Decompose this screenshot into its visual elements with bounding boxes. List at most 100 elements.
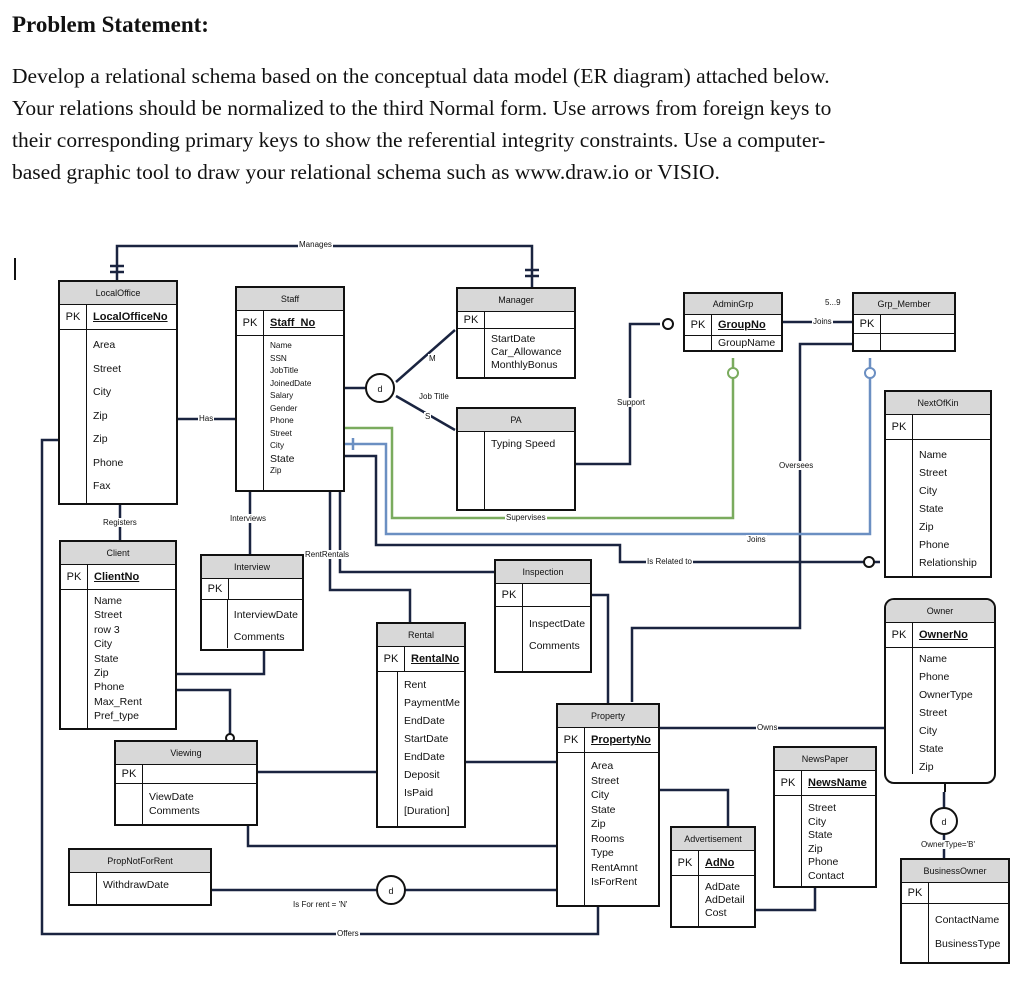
attribute: row 3 (94, 623, 120, 636)
registers-label: Registers (102, 518, 138, 527)
attribute: Name (270, 341, 292, 350)
support-label: Support (616, 398, 647, 407)
attribute: InspectDate (529, 618, 586, 630)
attribute: Comments (529, 640, 580, 652)
cardinality-label: 5...9 (824, 298, 842, 307)
attribute: MonthlyBonus (491, 359, 558, 371)
pk-marker: PK (458, 312, 485, 328)
pk-marker: PK (116, 765, 143, 783)
isforrent-label: Is For rent = 'N' (292, 900, 349, 909)
attribute: EndDate (403, 751, 445, 763)
m-label: M (428, 354, 437, 363)
attribute: GroupName (718, 337, 776, 349)
oversees-label: Oversees (778, 461, 815, 470)
attribute: State (919, 743, 944, 755)
manages-label: Manages (298, 240, 333, 249)
attribute: Zip (270, 466, 282, 475)
attribute: State (94, 652, 119, 665)
attribute: State (270, 452, 295, 465)
entity-title: NextOfKin (886, 392, 990, 415)
entity-title: NewsPaper (775, 748, 875, 771)
pk-marker: PK (854, 315, 881, 333)
entity-title: Viewing (116, 742, 256, 765)
attribute: State (919, 503, 944, 515)
entity-grp-member: Grp_Member PK (852, 292, 956, 352)
attribute: Street (919, 467, 948, 479)
attribute: JobTitle (270, 366, 299, 375)
attribute: PaymentMe (403, 697, 460, 709)
attribute: Zip (93, 433, 108, 445)
attribute: State (591, 803, 616, 816)
attribute: Name (94, 595, 123, 607)
pk-marker: PK (886, 623, 913, 647)
attribute: AdDetail (705, 894, 745, 906)
attribute: Area (93, 339, 116, 351)
rentrentals-label: RentRentals (304, 550, 351, 559)
entity-title: PA (458, 409, 574, 432)
attribute: ContactName (935, 914, 1000, 926)
attribute: Car_Allowance (491, 346, 562, 358)
pk-marker: PK (902, 883, 929, 903)
primary-key: OwnerNo (919, 629, 968, 641)
attribute: Name (919, 449, 948, 461)
attribute: City (808, 815, 827, 828)
attribute: Area (591, 760, 614, 772)
entity-title: Staff (237, 288, 343, 311)
attribute: Street (94, 609, 123, 622)
offers-label: Offers (336, 929, 360, 938)
entity-title: Client (61, 542, 175, 565)
interviews-label: Interviews (229, 514, 268, 523)
attribute: [Duration] (403, 805, 450, 817)
attribute: Pref_type (94, 710, 139, 723)
attribute: Relationship (919, 557, 977, 569)
attribute: RentAmnt (591, 861, 638, 874)
ownertype-label: OwnerType='B' (920, 840, 976, 849)
svg-text:d: d (388, 886, 393, 896)
attribute: Name (919, 653, 948, 665)
problem-line: based graphic tool to draw your relation… (12, 160, 720, 184)
svg-text:d: d (377, 384, 382, 394)
problem-text: Develop a relational schema based on the… (12, 60, 1012, 188)
primary-key: GroupNo (718, 319, 766, 331)
entity-title: Rental (378, 624, 464, 647)
attribute: Street (93, 362, 122, 375)
text-cursor (14, 258, 16, 280)
attribute: AdDate (705, 881, 741, 893)
attribute: Salary (270, 391, 294, 400)
entity-interview: Interview PK InterviewDate Comments (200, 554, 304, 651)
entity-propnotforrent: PropNotForRent WithdrawDate (68, 848, 212, 906)
attribute: Deposit (403, 769, 440, 781)
entity-title: Owner (886, 600, 994, 623)
attribute: ViewDate (149, 791, 194, 803)
attribute: Street (591, 774, 620, 787)
entity-title: Grp_Member (854, 294, 954, 315)
entity-title: Property (558, 705, 658, 728)
s-label: S (424, 412, 432, 421)
attribute: City (270, 441, 285, 450)
attribute: StartDate (491, 333, 536, 345)
attribute: Zip (919, 761, 934, 773)
attribute: Zip (93, 409, 108, 422)
pk-marker: PK (496, 584, 523, 606)
entity-nextofkin: NextOfKin PK Name Street City State Zip … (884, 390, 992, 578)
attribute: Street (919, 707, 948, 719)
primary-key: AdNo (705, 857, 735, 869)
attribute: City (94, 638, 113, 651)
entity-title: Inspection (496, 561, 590, 584)
entity-title: PropNotForRent (70, 850, 210, 873)
primary-key: ClientNo (94, 571, 140, 583)
entity-title: Manager (458, 289, 574, 312)
attribute: OwnerType (919, 689, 973, 701)
attribute: IsPaid (403, 787, 434, 799)
problem-line: Develop a relational schema based on the… (12, 64, 830, 88)
jobtitle-label: Job Title (418, 392, 450, 401)
entity-title: Interview (202, 556, 302, 579)
pk-marker: PK (60, 305, 87, 329)
attribute: WithdrawDate (103, 879, 169, 891)
has-label: Has (198, 414, 215, 423)
pk-marker: PK (237, 311, 264, 335)
